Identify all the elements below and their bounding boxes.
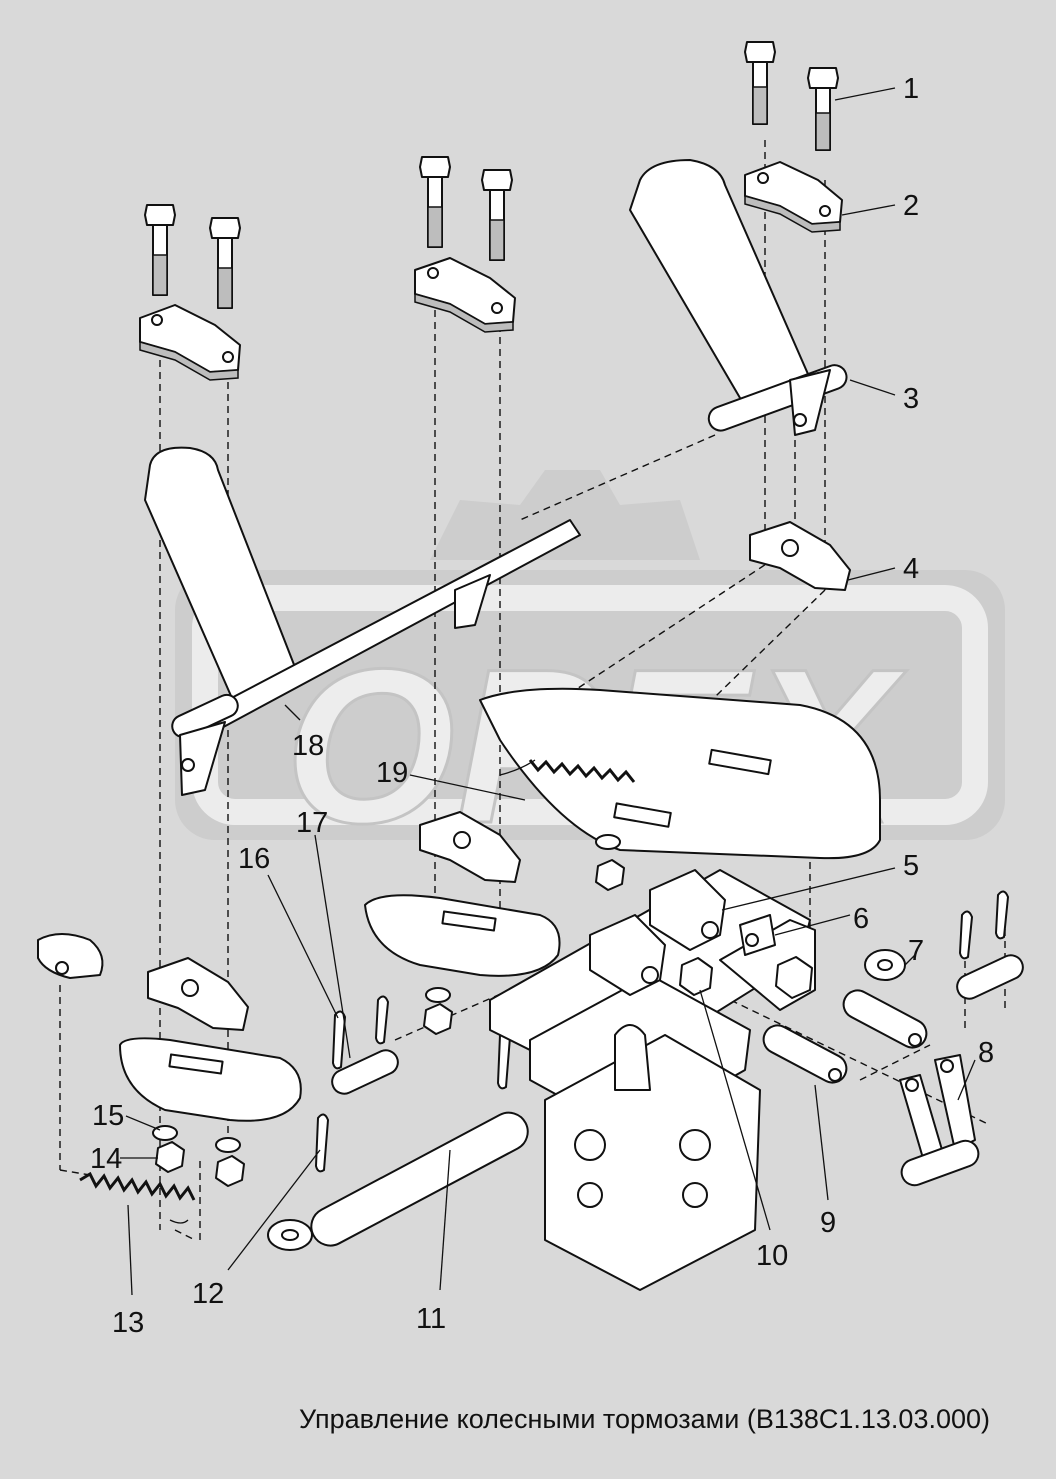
- bolt: [481, 169, 513, 261]
- bolt: [209, 217, 241, 309]
- clamp-cap: [744, 161, 843, 233]
- bolt: [807, 67, 839, 151]
- washer: [595, 834, 621, 850]
- brake-pedal-right: [629, 159, 848, 436]
- return-spring-upper: [499, 759, 636, 783]
- callout-4: 4: [903, 553, 919, 585]
- callout-17: 17: [296, 807, 328, 839]
- callout-1: 1: [903, 73, 919, 105]
- nut: [595, 859, 625, 891]
- bolt: [744, 41, 776, 125]
- cotter-pin: [959, 910, 973, 960]
- callout-7: 7: [908, 935, 924, 967]
- callouts: 1 2 3 4 5 6 7 8 9 10 11 12 13 14 15 16 1…: [90, 73, 994, 1339]
- pin-upper-right: [842, 989, 928, 1049]
- cotter-pin: [995, 890, 1009, 940]
- callout-10: 10: [756, 1240, 788, 1272]
- callout-18: 18: [292, 730, 324, 762]
- axle-11: [310, 1111, 529, 1247]
- washer: [425, 987, 451, 1003]
- pin-9: [762, 1024, 848, 1084]
- cotter-pin: [375, 995, 389, 1045]
- bolt: [144, 204, 176, 296]
- clamp-base: [749, 521, 851, 591]
- callout-19: 19: [376, 757, 408, 789]
- cotter-pin: [332, 1010, 346, 1070]
- cotter-pin: [315, 1113, 329, 1173]
- callout-3: 3: [903, 383, 919, 415]
- leader-lines: [120, 87, 976, 1296]
- nut: [215, 1155, 245, 1187]
- bolt: [419, 156, 451, 248]
- washer-large: [267, 1219, 313, 1251]
- callout-9: 9: [820, 1207, 836, 1239]
- mounting-plate-middle: [364, 894, 561, 977]
- nut-10: [679, 957, 713, 996]
- pin-17: [331, 1049, 399, 1095]
- callout-15: 15: [92, 1100, 124, 1132]
- return-spring-lower: [79, 1171, 196, 1224]
- washer-6: [739, 914, 776, 956]
- nut: [155, 1141, 185, 1173]
- clamp-cap: [139, 304, 241, 381]
- upper-plate: [479, 687, 881, 860]
- callout-6: 6: [853, 903, 869, 935]
- pin-far-right: [956, 954, 1024, 1000]
- brake-pedal-left: [144, 446, 581, 796]
- callout-16: 16: [238, 843, 270, 875]
- clamp-base: [147, 957, 249, 1031]
- callout-8: 8: [978, 1037, 994, 1069]
- clamp-cap: [414, 257, 516, 333]
- callout-13: 13: [112, 1307, 144, 1339]
- washer: [215, 1137, 241, 1153]
- pedal-pad: [37, 933, 104, 979]
- nut-large: [775, 956, 813, 999]
- clamp-base: [419, 811, 521, 883]
- clevis-fork-5: [649, 869, 726, 951]
- lever-8: [899, 1054, 980, 1187]
- callout-11: 11: [416, 1303, 446, 1335]
- washer-7: [864, 949, 906, 981]
- diagram-caption: Управление колесными тормозами (В138С1.1…: [299, 1404, 990, 1434]
- callout-5: 5: [903, 850, 919, 882]
- callout-14: 14: [90, 1143, 122, 1175]
- clevis-fork-10: [589, 914, 666, 996]
- mounting-plate-lower: [119, 1037, 302, 1122]
- callout-12: 12: [192, 1278, 224, 1310]
- callout-2: 2: [903, 190, 919, 222]
- nut: [423, 1003, 453, 1035]
